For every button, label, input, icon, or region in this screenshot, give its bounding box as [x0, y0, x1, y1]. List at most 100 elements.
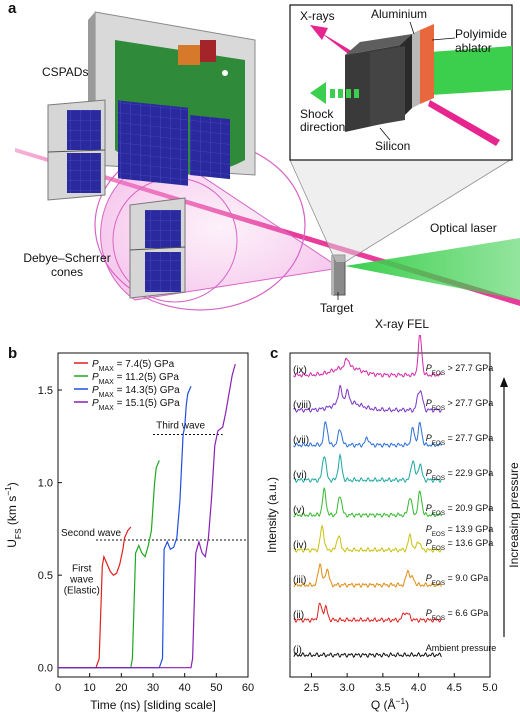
diffraction-trace-8 [293, 384, 442, 414]
silicon-block [345, 34, 412, 132]
label-silicon: Silicon [375, 139, 411, 153]
label-ablator: ablator [455, 41, 492, 55]
silicon-pointer [379, 127, 391, 141]
x-tick-label: 20 [115, 682, 127, 694]
experiment-schematic [15, 4, 520, 311]
x-tick-label: 40 [179, 682, 191, 694]
x-tick-label: 2.5 [304, 682, 319, 694]
xray-arrowhead [310, 25, 328, 40]
inset-leader-fill [290, 160, 510, 262]
legend-entry: PMAX = 11.2(5) GPa [92, 372, 179, 386]
x-axis-label: Time (ns) [sliding scale] [90, 698, 216, 712]
label-polyimide: Polyimide [455, 27, 508, 41]
diffraction-trace-1 [293, 651, 442, 659]
inset-xray-beam-in [428, 100, 500, 146]
velocity-series-2 [58, 460, 160, 669]
panel-letter-b: b [8, 345, 18, 362]
trace-pressure-label: PEOS > 27.7 GPa [426, 398, 494, 412]
label-xrays: X-rays [300, 9, 335, 23]
trace-roman-label: (iii) [293, 575, 306, 586]
plot-frame [289, 352, 491, 678]
trace-roman-label: (ix) [293, 365, 307, 376]
trace-roman-label: (i) [293, 645, 302, 656]
x-tick-label: 0 [55, 682, 61, 694]
legend-entry: PMAX = 7.4(5) GPa [92, 359, 175, 373]
diffraction-trace-6 [293, 452, 442, 484]
panel-letter-c: c [270, 345, 279, 362]
detector-mount-orange [178, 45, 200, 65]
label-aluminium: Aluminium [371, 7, 428, 21]
trace-pressure-label: PEOS = 9.0 GPa [426, 573, 489, 587]
label-debye-scherrer: Debye–Scherrer [23, 251, 111, 265]
trace-roman-label: (v) [293, 505, 305, 516]
polyimide-pointer [431, 37, 456, 41]
label-xray-fel: X-ray FEL [375, 317, 430, 331]
x-tick-label: 10 [84, 682, 96, 694]
trace-roman-label: (viii) [293, 400, 311, 411]
large-detector [88, 11, 256, 186]
label-cspads: CSPADs [42, 65, 89, 79]
second-wave-label: Second wave [61, 528, 121, 539]
y-axis-label: Intensity (a.u.) [265, 477, 279, 553]
first-wave-label: (Elastic) [64, 586, 100, 597]
x-tick-label: 4.0 [411, 682, 426, 694]
label-target: Target [320, 301, 354, 315]
aluminium-layer [412, 30, 420, 108]
legend-entry: PMAX = 15.1(5) GPa [92, 398, 180, 412]
trace-pressure-label: PEOS > 27.7 GPa [426, 363, 494, 377]
diffraction-trace-9 [293, 335, 442, 378]
x-tick-label: 30 [147, 682, 159, 694]
pressure-arrow-label: Increasing pressure [507, 462, 520, 568]
y-tick-label: 0.0 [38, 663, 53, 675]
velocity-series-4 [58, 363, 236, 669]
diffraction-trace-3 [293, 562, 442, 589]
label-shock: Shock [300, 107, 334, 121]
cspad-detector-left [47, 99, 106, 201]
x-tick-label: 5.0 [482, 682, 497, 694]
trace-pressure-label: PEOS = 22.9 GPa [426, 468, 494, 482]
y-axis-label: UFS (km s−1) [3, 482, 23, 548]
trace-pressure-label: PEOS = 20.9 GPa [426, 503, 494, 517]
label-cones: cones [50, 265, 84, 279]
first-wave-label: wave [69, 575, 94, 586]
cspad-detector-middle [129, 197, 186, 299]
label-optical-laser: Optical laser [430, 221, 497, 235]
diffraction-trace-5 [293, 487, 442, 519]
x-tick-label: 4.5 [447, 682, 462, 694]
x-tick-label: 3.5 [375, 682, 390, 694]
trace-pressure-label: PEOS = 6.6 GPa [426, 608, 489, 622]
y-tick-label: 1.5 [38, 385, 53, 397]
y-tick-label: 1.0 [38, 478, 53, 490]
velocity-series-1 [58, 526, 132, 669]
x-tick-label: 50 [210, 682, 222, 694]
trace-pressure-label: PEOS = 13.6 GPa [426, 538, 494, 552]
third-wave-label: Third wave [156, 420, 205, 431]
x-tick-label: 60 [242, 682, 254, 694]
shock-direction-arrow [310, 82, 359, 104]
first-wave-label: First [72, 563, 92, 574]
panel-letter-a: a [8, 0, 17, 17]
x-tick-label: 3.0 [339, 682, 354, 694]
trace-pressure-label: PEOS = 13.9 GPa [426, 524, 494, 538]
trace-pressure-label: Ambient pressure [426, 643, 497, 653]
polyimide-layer [412, 24, 434, 104]
x-axis-label: Q (Å−1) [371, 696, 409, 712]
trace-roman-label: (ii) [293, 610, 304, 621]
diffraction-chart: 2.5 3.0 3.5 4.0 4.5 5.0 (i) Ambient pressure (ii… [265, 335, 520, 712]
trace-pressure-label: PEOS = 27.7 GPa [426, 433, 494, 447]
velocity-series-3 [58, 386, 192, 669]
detector-mount-red [200, 40, 216, 62]
trace-roman-label: (iv) [293, 540, 307, 551]
legend-entry: PMAX = 14.3(5) GPa [92, 385, 180, 399]
diffraction-trace-4 [293, 524, 442, 554]
inset-optical-beam [430, 46, 512, 95]
diffraction-trace-2 [293, 602, 442, 624]
diffraction-trace-7 [293, 421, 442, 449]
pressure-arrowhead [500, 377, 508, 387]
optical-laser-beam [345, 238, 520, 300]
trace-roman-label: (vii) [293, 435, 309, 446]
aluminium-pointer [409, 21, 415, 35]
trace-roman-label: (vi) [293, 470, 307, 481]
y-tick-label: 0.5 [38, 570, 53, 582]
